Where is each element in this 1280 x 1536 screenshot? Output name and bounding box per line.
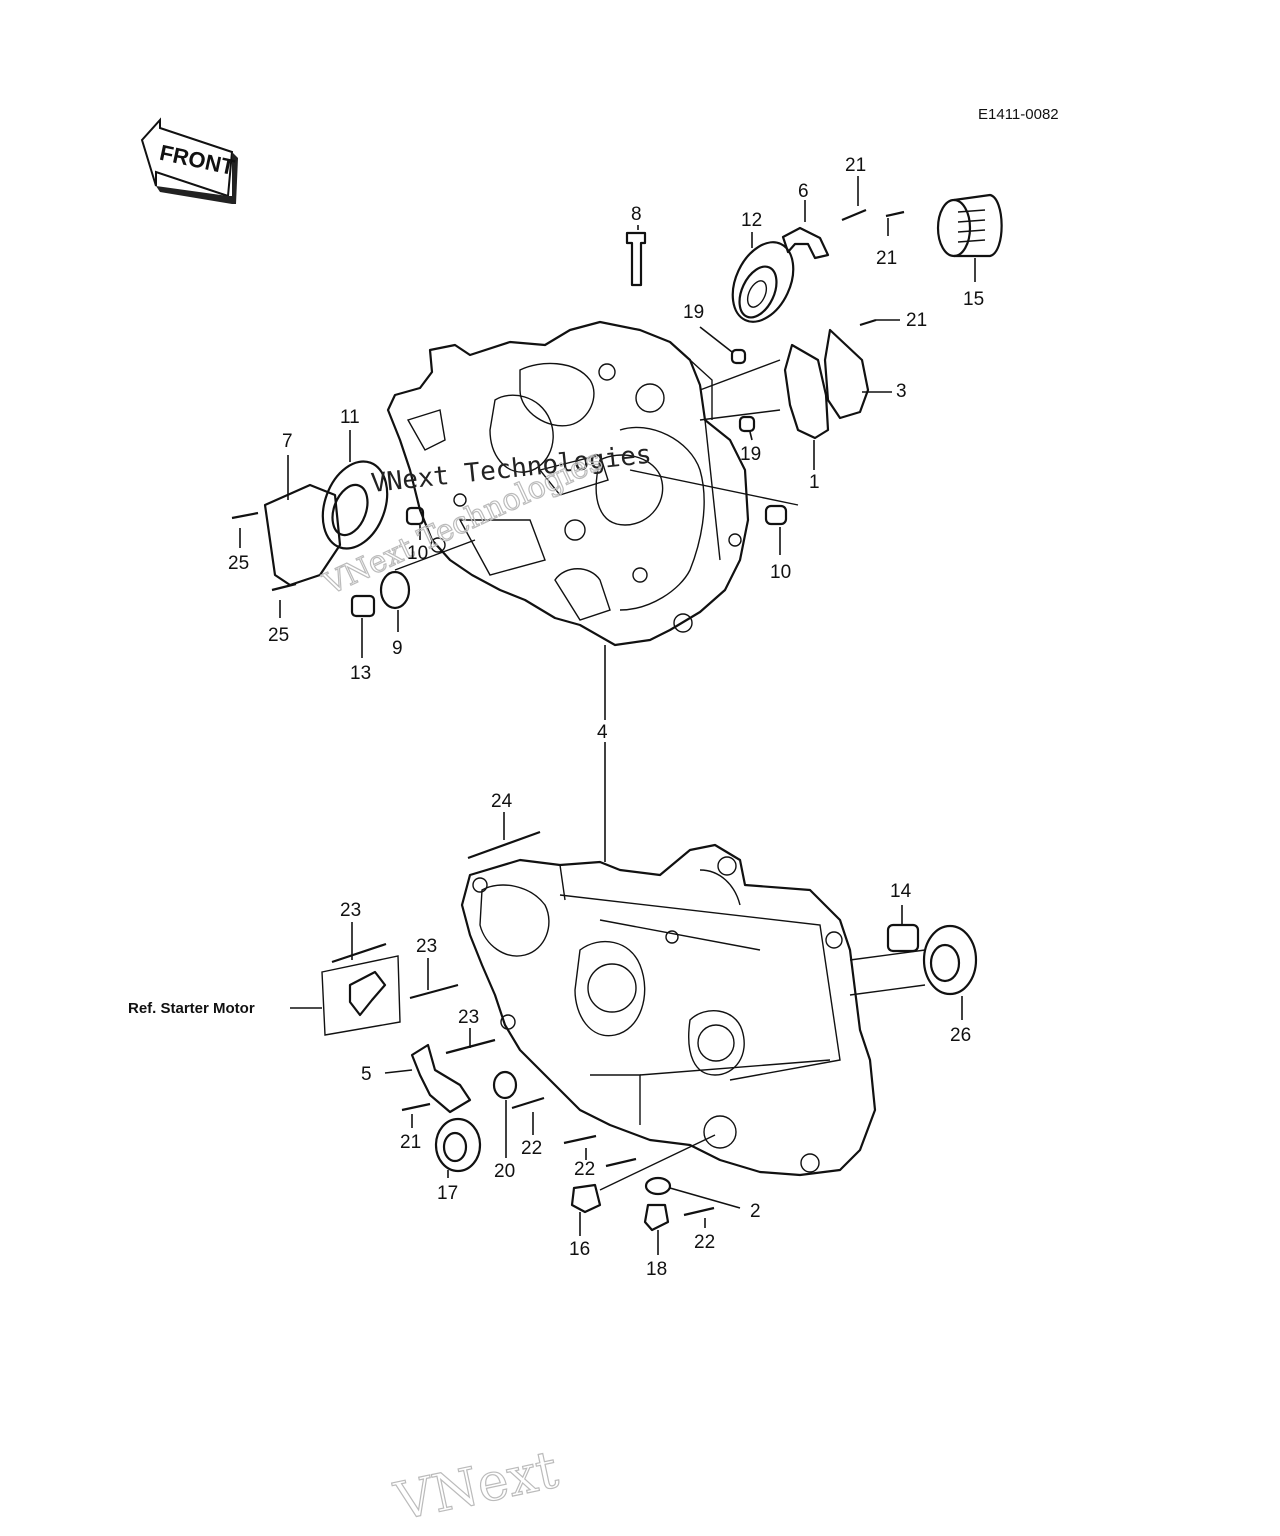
part-1-plate	[783, 343, 830, 440]
part-label-25a: 25	[228, 553, 249, 574]
part-label-11: 11	[340, 407, 360, 428]
part-18-plug	[643, 1203, 670, 1232]
part-3-cover	[823, 328, 870, 420]
part-label-23c: 23	[458, 1007, 479, 1028]
part-label-23a: 23	[340, 900, 361, 921]
part-label-14: 14	[890, 881, 912, 902]
part-label-13: 13	[350, 663, 371, 684]
part-20-plug	[492, 1070, 518, 1100]
part-17-seal	[434, 1117, 482, 1173]
part-12-bearing	[731, 241, 795, 323]
part-10-collar-b	[764, 504, 788, 526]
leader-lines	[239, 176, 976, 1255]
part-label-21c: 21	[906, 310, 927, 331]
reference-note: Ref. Starter Motor	[128, 1000, 255, 1017]
part-9-seal	[379, 570, 411, 610]
part-label-17: 17	[437, 1183, 458, 1204]
part-13-needle	[350, 594, 376, 618]
part-19-collar-b	[738, 415, 756, 433]
part-label-25b: 25	[268, 625, 289, 646]
part-26-bearing	[922, 924, 978, 996]
part-label-26: 26	[950, 1025, 971, 1046]
part-label-19b: 19	[740, 444, 761, 465]
starter-motor-ref-box	[321, 955, 401, 1036]
front-arrow-icon: FRONT	[140, 117, 238, 204]
part-label-22c: 22	[694, 1232, 715, 1253]
watermark-secondary: VNext	[389, 1440, 563, 1533]
part-label-23b: 23	[416, 936, 437, 957]
upper-crankcase	[386, 320, 750, 647]
part-label-22b: 22	[574, 1159, 595, 1180]
part-10-collar-a	[405, 506, 425, 526]
part-label-8: 8	[631, 204, 642, 225]
part-label-21b: 21	[876, 248, 897, 269]
diagram-code: E1411-0082	[978, 106, 1059, 123]
part-19-collar-a	[730, 348, 747, 365]
part-label-6: 6	[798, 181, 809, 202]
part-label-3: 3	[896, 381, 907, 402]
lower-crankcase	[460, 843, 877, 1177]
part-label-22a: 22	[521, 1138, 542, 1159]
part-label-21d: 21	[400, 1132, 421, 1153]
part-5-plate	[410, 1043, 472, 1114]
part-label-12: 12	[741, 210, 762, 231]
part-label-7: 7	[282, 431, 293, 452]
part-label-18: 18	[646, 1259, 667, 1280]
part-label-10b: 10	[770, 562, 791, 583]
part-8-pipe	[625, 231, 647, 287]
part-label-4: 4	[597, 722, 608, 743]
part-label-1: 1	[809, 472, 820, 493]
part-15-needle-bearing	[936, 193, 1003, 258]
part-label-15: 15	[963, 289, 984, 310]
part-7-retainer	[263, 483, 342, 587]
part-label-10a: 10	[407, 543, 428, 564]
part-label-24: 24	[491, 791, 513, 812]
part-2-washer	[644, 1176, 672, 1196]
part-label-21a: 21	[845, 155, 866, 176]
part-label-16: 16	[569, 1239, 590, 1260]
bolts	[231, 208, 905, 1217]
part-6-bracket	[781, 226, 830, 260]
part-label-9: 9	[392, 638, 403, 659]
part-label-2: 2	[750, 1201, 761, 1222]
part-label-20: 20	[494, 1161, 515, 1182]
part-11-bearing	[321, 460, 389, 550]
part-label-5: 5	[361, 1064, 372, 1085]
part-16-nut	[570, 1183, 602, 1214]
part-label-19a: 19	[683, 302, 704, 323]
part-14-needle	[886, 923, 920, 953]
part-labels: 1 2 3 4 5 6 7 8 9 10 10 11 12 13 14 15 1…	[228, 155, 984, 1280]
